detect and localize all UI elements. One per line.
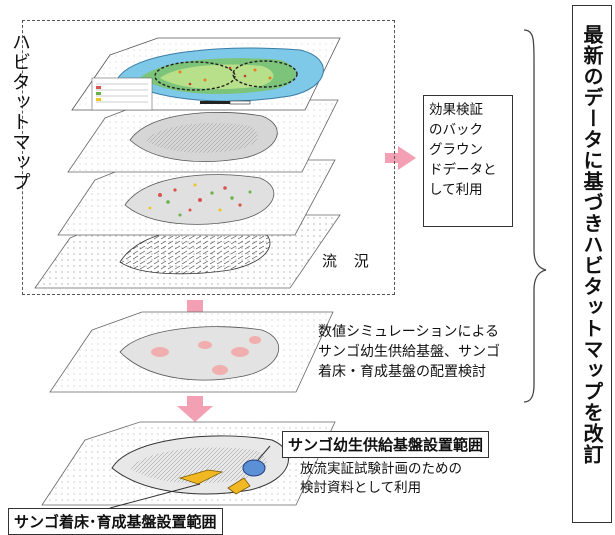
base-map-layer [67, 99, 339, 173]
settlement-range-tag: サンゴ着床･育成基盤設置範囲 [8, 508, 223, 535]
note-line: 効果検証 [429, 102, 483, 118]
note-line: のバック [429, 122, 483, 138]
note-line: ドデータと [429, 162, 497, 178]
simulation-map-layer [49, 311, 334, 393]
release-description: 放流実証試験計画のための 検討資料として利用 [300, 460, 462, 498]
settlement-area-shape-2 [227, 477, 251, 495]
plan-map-layer [41, 421, 336, 509]
note-line: グラウン [429, 142, 483, 158]
legend-box [91, 77, 153, 111]
habitat-map-stack-frame [22, 20, 395, 295]
color-habitat-layer [71, 37, 341, 111]
simulation-line: 数値シミュレーションによる [318, 324, 500, 340]
note-line: して利用 [429, 182, 483, 198]
flow-label: 流 況 [322, 252, 375, 270]
background-data-note: 効果検証 のバック グラウン ドデータと して利用 [423, 95, 513, 227]
habitat-detail-layer [57, 159, 336, 236]
arrow-to-note [385, 146, 416, 170]
conclusion-text: 最新のデータに基づきハビタットマップを改訂 [580, 24, 604, 465]
simulation-description: 数値シミュレーションによる サンゴ幼生供給基盤、サンゴ 着床・育成基盤の配置検討 [318, 322, 608, 382]
settlement-area-shape-1 [178, 469, 224, 485]
simulation-line: 着床・育成基盤の配置検討 [318, 364, 486, 380]
conclusion-box [572, 5, 612, 523]
supply-area-shape [242, 459, 266, 477]
release-line: 放流実証試験計画のための [300, 461, 462, 477]
arrow-down-2 [177, 396, 213, 422]
release-line: 検討資料として利用 [300, 480, 422, 496]
habitat-map-label: ハビタットマップ [9, 32, 31, 192]
brace-bracket [523, 29, 547, 403]
supply-range-tag: サンゴ幼生供給基盤設置範囲 [282, 431, 490, 458]
simulation-line: サンゴ幼生供給基盤、サンゴ [318, 344, 500, 360]
